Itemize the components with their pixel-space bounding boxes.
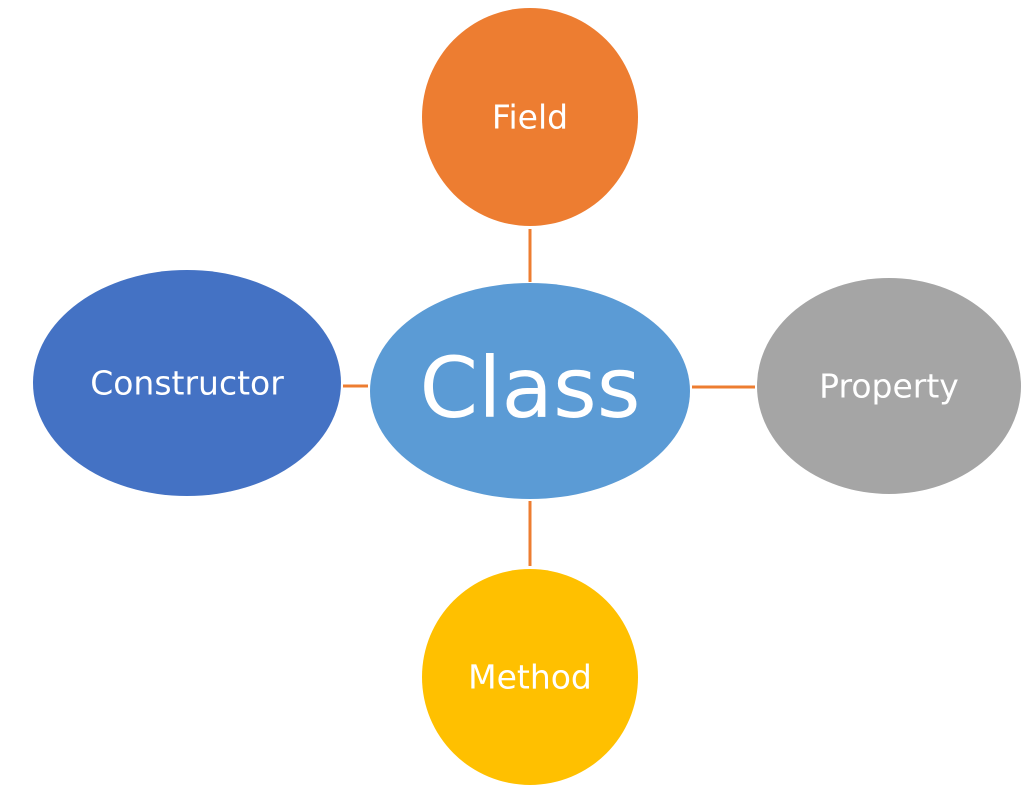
node-property-label: Property (819, 367, 959, 406)
node-field-shape (422, 8, 638, 226)
node-class: Class (370, 283, 690, 499)
node-class-shape (370, 283, 690, 499)
node-method-shape (422, 569, 638, 785)
node-constructor-label: Constructor (90, 364, 284, 403)
node-constructor-shape (33, 270, 341, 496)
node-constructor: Constructor (33, 270, 341, 496)
node-method: Method (422, 569, 638, 785)
node-class-label: Class (420, 339, 641, 437)
node-property-shape (757, 278, 1021, 494)
node-method-label: Method (468, 658, 592, 697)
node-property: Property (757, 278, 1021, 494)
node-field-label: Field (492, 98, 568, 137)
node-field: Field (422, 8, 638, 226)
